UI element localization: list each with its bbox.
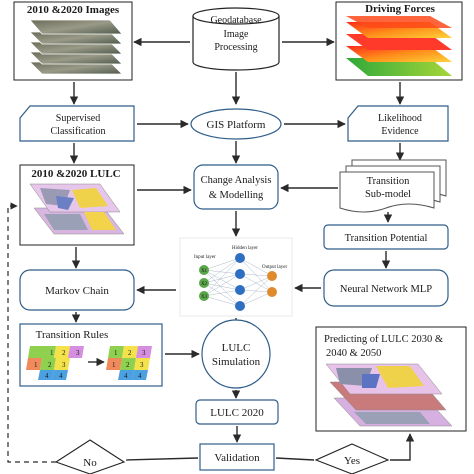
m2-cell: 1 — [114, 349, 118, 357]
change-analysis-label-2: & Modelling — [209, 190, 264, 201]
markov-chain-label: Markov Chain — [45, 285, 109, 297]
m2-cell: 2 — [126, 361, 130, 369]
m1-cell: 3 — [76, 349, 80, 357]
supervised-classification-box: Supervised Classification — [19, 105, 135, 142]
prediction-title-1: Predicting of LULC 2030 & — [324, 334, 443, 345]
m2-cell: 1 — [112, 361, 116, 369]
nn-hidden-node — [235, 269, 245, 279]
validation-label: Validation — [214, 452, 260, 464]
change-analysis-label-1: Change Analysis — [201, 175, 272, 186]
geodatabase-label-1: Geodatabase — [210, 15, 262, 26]
neural-network-label: Neural Network MLP — [340, 284, 432, 295]
nn-hidden-node — [235, 253, 245, 263]
supervised-label-1: Supervised — [56, 113, 100, 124]
nn-x3-label: X3 — [201, 295, 208, 300]
nn-output-node — [267, 287, 277, 297]
m2-cell: 3 — [142, 349, 146, 357]
nn-hidden-node — [235, 285, 245, 295]
nn-hidden-node — [235, 301, 245, 311]
transition-matrix-1: 1 2 3 1 2 3 4 4 — [26, 346, 84, 380]
m2-cell: 4 — [138, 372, 142, 380]
prediction-panel: Predicting of LULC 2030 & 2040 & 2050 — [315, 326, 467, 432]
m1-cell: 2 — [48, 361, 52, 369]
feedback-dashed-arrow — [7, 202, 56, 463]
no-label: No — [83, 457, 97, 469]
nn-x2-label: X2 — [201, 282, 208, 287]
driving-forces-title: Driving Forces — [365, 3, 435, 15]
prediction-title-2: 2040 & 2050 — [326, 348, 381, 359]
nn-hidden-label: Hidden layer — [232, 246, 258, 251]
m1-cell: 4 — [45, 372, 49, 380]
transition-potential-box: Transition Potential — [323, 224, 449, 250]
m1-cell: 3 — [62, 361, 66, 369]
images-panel: 2010 &2020 Images — [13, 1, 133, 81]
transition-rules-title: Transition Rules — [36, 329, 109, 341]
transition-submodel-label-1: Transition — [367, 176, 411, 187]
m1-cell: 2 — [62, 349, 66, 357]
m2-cell: 3 — [140, 361, 144, 369]
lulc-maps-title: 2010 &2020 LULC — [31, 168, 120, 180]
nn-input-node — [199, 278, 209, 288]
m2-cell: 4 — [124, 372, 128, 380]
yes-diamond: Yes — [314, 443, 390, 474]
gis-platform-label: GIS Platform — [207, 119, 266, 131]
gis-platform-ellipse: GIS Platform — [190, 108, 282, 140]
lulc-2020-label: LULC 2020 — [210, 407, 264, 419]
nn-output-node — [267, 271, 277, 281]
markov-chain-box: Markov Chain — [19, 269, 135, 311]
validation-box: Validation — [199, 443, 275, 471]
transition-potential-label: Transition Potential — [345, 233, 428, 244]
m1-cell: 4 — [59, 372, 63, 380]
transition-submodel-label-2: Sub-model — [365, 189, 411, 200]
lulc-maps-image — [29, 183, 125, 235]
transition-submodel-stack: Transition Sub-model — [339, 159, 447, 213]
neural-network-mlp-box: Neural Network MLP — [323, 269, 449, 307]
prediction-maps-image — [325, 363, 453, 427]
driving-forces-layers-image — [346, 16, 452, 76]
transition-matrix-2: 1 2 3 1 2 3 4 4 — [106, 346, 152, 380]
m1-cell: 1 — [34, 361, 38, 369]
satellite-stack-image — [29, 19, 123, 75]
lulc-2020-box: LULC 2020 — [195, 399, 279, 425]
lulc-maps-panel: 2010 &2020 LULC — [19, 164, 135, 246]
change-analysis-box: Change Analysis & Modelling — [193, 164, 279, 210]
likelihood-label-2: Evidence — [381, 126, 419, 137]
nn-input-label: Input layer — [194, 255, 216, 260]
nn-input-node — [199, 291, 209, 301]
nn-x1-label: X1 — [201, 269, 208, 274]
geodatabase-cylinder: Geodatabase Image Processing — [192, 7, 280, 71]
m2-cell: 2 — [128, 349, 132, 357]
geodatabase-label-2: Image — [224, 29, 250, 40]
nn-output-label: Output layer — [262, 265, 287, 270]
likelihood-evidence-box: Likelihood Evidence — [347, 105, 449, 142]
driving-forces-panel: Driving Forces — [335, 1, 463, 81]
m1-cell: 1 — [50, 349, 54, 357]
lulc-simulation-label-2: Simulation — [212, 356, 261, 368]
yes-label: Yes — [344, 455, 360, 467]
lulc-simulation-circle: LULC Simulation — [201, 319, 271, 389]
supervised-label-2: Classification — [51, 126, 106, 137]
lulc-simulation-label-1: LULC — [222, 342, 251, 354]
images-title: 2010 &2020 Images — [27, 4, 120, 16]
no-diamond: No — [54, 439, 126, 474]
geodatabase-label-3: Processing — [214, 42, 257, 53]
nn-input-node — [199, 265, 209, 275]
neural-network-diagram: Input layer Hidden layer Output layer X1… — [179, 237, 293, 317]
likelihood-label-1: Likelihood — [378, 113, 422, 124]
